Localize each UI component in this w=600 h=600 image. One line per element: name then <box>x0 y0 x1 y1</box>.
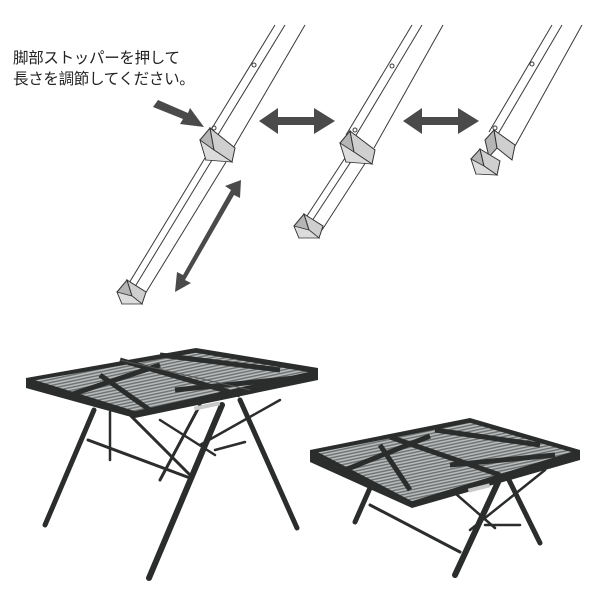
leg-diagram-mid <box>302 24 444 231</box>
instruction-caption: 脚部ストッパーを押して 長さを調節してください。 <box>13 48 195 90</box>
leg-diagram-retracted <box>488 24 583 147</box>
double-arrow-icon <box>403 108 479 134</box>
table-photo-high <box>26 348 318 581</box>
foot-cap-icon <box>293 212 324 239</box>
stopper-icon <box>339 129 376 165</box>
length-adjust-arrow-icon <box>175 180 241 292</box>
foot-cap-icon <box>470 147 501 176</box>
instruction-line-1: 脚部ストッパーを押して <box>13 49 180 67</box>
double-arrow-icon <box>259 108 335 134</box>
stopper-icon <box>484 128 516 161</box>
instruction-line-2: 長さを調節してください。 <box>13 70 195 88</box>
leg-diagram-extended <box>125 24 306 295</box>
stopper-icon <box>199 126 236 163</box>
foot-cap-icon <box>116 278 147 305</box>
pointer-arrow-icon <box>153 100 204 127</box>
table-photo-low <box>310 418 580 578</box>
